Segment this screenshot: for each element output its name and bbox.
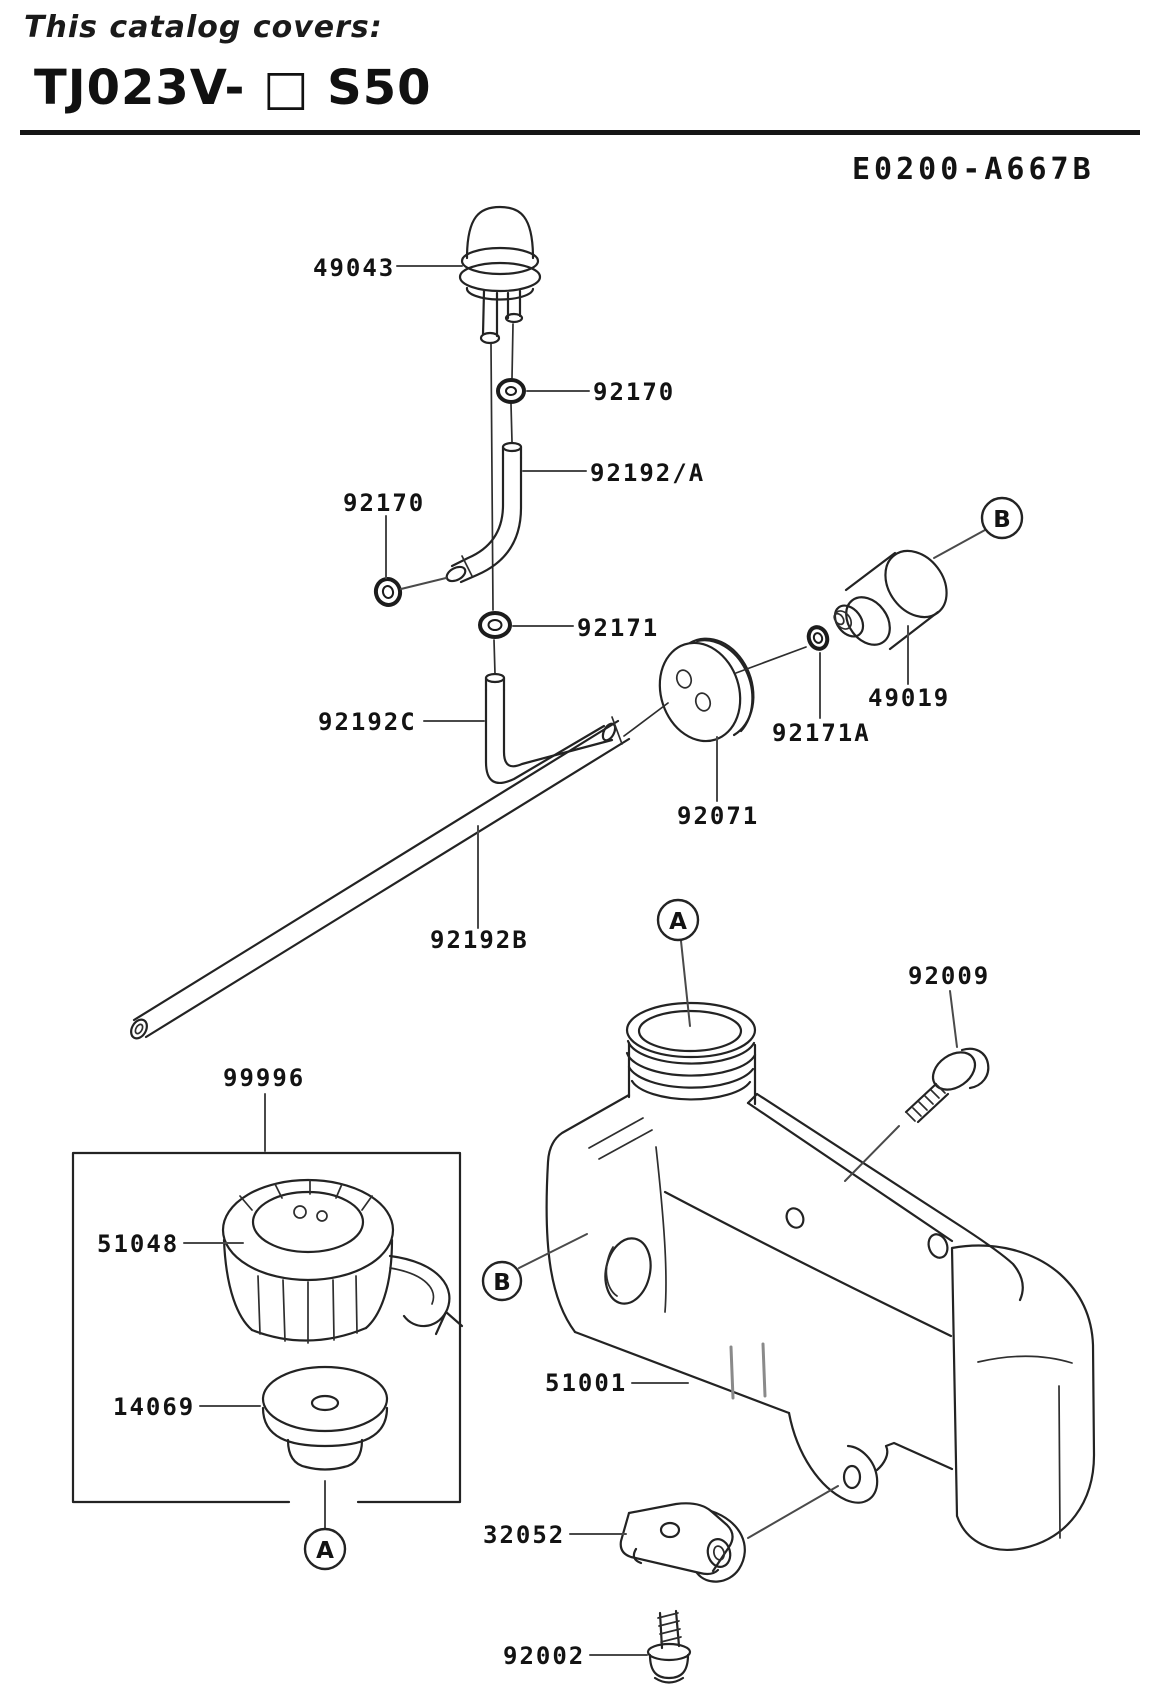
grommet-92071-drawing <box>623 637 807 743</box>
fuel-pipe-92192c-drawing <box>484 672 617 784</box>
primer-bulb-49043-drawing <box>458 205 542 675</box>
part-label-92071: 92071 <box>677 802 759 830</box>
ref-bubble-a-bottom: A <box>303 1527 347 1571</box>
part-label-49019: 49019 <box>868 684 950 712</box>
screw-92009-drawing <box>844 1047 990 1182</box>
ref-bubble-b-top-label: B <box>993 507 1011 533</box>
ref-bubble-b-top: B <box>980 496 1024 540</box>
part-label-99996: 99996 <box>223 1064 305 1092</box>
part-label-92192b: 92192B <box>430 926 529 954</box>
tank-cap-51048-drawing <box>221 1178 464 1344</box>
model-code-text: TJ023V- □ S50 <box>34 60 432 116</box>
header-divider <box>20 130 1140 135</box>
ref-bubble-b-left: B <box>481 1260 523 1302</box>
ref-bubble-b-left-label: B <box>493 1270 511 1296</box>
cap-holder-14069-drawing <box>261 1365 389 1471</box>
catalog-covers-text: This catalog covers: <box>24 10 383 45</box>
part-label-92192c: 92192C <box>318 708 417 736</box>
fuel-tank-51001-drawing <box>545 1001 1096 1551</box>
part-label-92002: 92002 <box>503 1642 585 1670</box>
bolt-92002-drawing <box>646 1609 692 1684</box>
part-label-92171: 92171 <box>577 614 659 642</box>
part-label-92170-top: 92170 <box>593 378 675 406</box>
ref-bubble-a-top: A <box>656 898 700 942</box>
part-label-32052: 32052 <box>483 1521 565 1549</box>
part-label-92170-left: 92170 <box>343 489 425 517</box>
leader-lines <box>183 265 986 1656</box>
o-ring-92170-left-drawing <box>373 577 403 607</box>
fuel-pipe-92192b-drawing <box>130 716 631 1040</box>
fuel-filter-49019-drawing <box>833 549 948 651</box>
bracket-32052-drawing <box>619 1485 839 1583</box>
part-label-49043: 49043 <box>313 254 395 282</box>
o-ring-92171a-drawing <box>806 625 830 651</box>
fuel-tube-92192a-drawing <box>445 441 523 584</box>
part-label-51001: 51001 <box>545 1369 627 1397</box>
part-label-14069: 14069 <box>113 1393 195 1421</box>
part-label-51048: 51048 <box>97 1230 179 1258</box>
part-label-92171a: 92171A <box>772 719 871 747</box>
diagram-code-text: E0200-A667B <box>852 152 1095 187</box>
o-ring-92170-top-drawing <box>496 378 526 404</box>
o-ring-92171-drawing <box>478 611 512 639</box>
part-label-92192a: 92192/A <box>590 459 705 487</box>
ref-bubble-a-bottom-label: A <box>316 1538 334 1564</box>
ref-bubble-a-top-label: A <box>669 909 687 935</box>
kit-box-99996-drawing <box>71 1151 462 1504</box>
part-label-92009: 92009 <box>908 962 990 990</box>
